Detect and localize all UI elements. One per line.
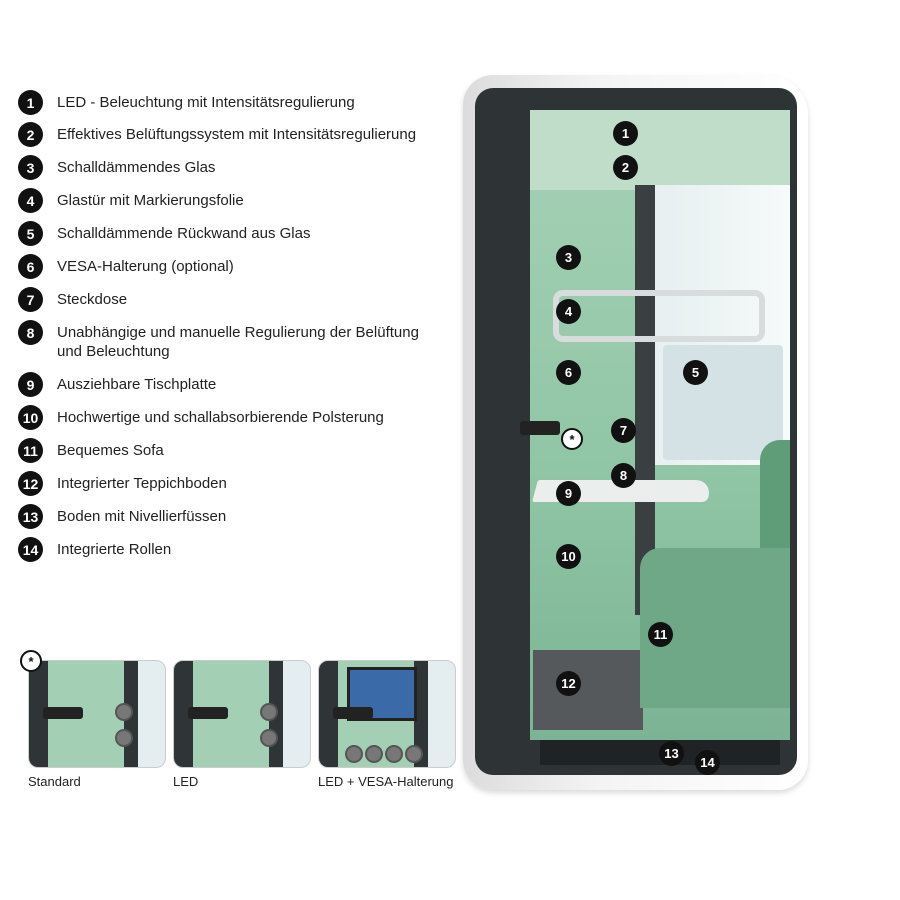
control-knob (260, 703, 278, 721)
legend-item: 3 Schalldämmendes Glas (18, 155, 447, 180)
number-badge: 12 (18, 471, 43, 496)
legend-text: Schalldämmendes Glas (57, 159, 216, 176)
star-marker: * (561, 428, 583, 450)
marker: 7 (611, 418, 636, 443)
legend-text: Bequemes Sofa (57, 442, 164, 459)
variant-label: LED (173, 774, 199, 789)
variant-label: LED + VESA-Halterung (318, 774, 454, 789)
legend-text: Integrierter Teppichboden (57, 475, 227, 492)
number-badge: 5 (18, 221, 43, 246)
variant-thumbnail-standard (28, 660, 166, 768)
control-knob (385, 745, 403, 763)
marker: 14 (695, 750, 720, 775)
marker: 10 (556, 544, 581, 569)
number-badge: 4 (18, 188, 43, 213)
booth-ceiling (530, 110, 790, 190)
marking-film (553, 290, 765, 342)
marker: 4 (556, 299, 581, 324)
number-badge: 9 (18, 372, 43, 397)
legend-text: VESA-Halterung (optional) (57, 258, 234, 275)
marker: 9 (556, 481, 581, 506)
star-marker: * (20, 650, 42, 672)
number-badge: 14 (18, 537, 43, 562)
legend-item: 6 VESA-Halterung (optional) (18, 254, 447, 279)
legend-item: 8 Unabhängige und manuelle Regulierung de… (18, 320, 447, 361)
control-knob (115, 729, 133, 747)
legend-item: 7 Steckdose (18, 287, 447, 312)
marker: 1 (613, 121, 638, 146)
legend-item: 1 LED - Beleuchtung mit Intensitätsreguli… (18, 90, 447, 115)
door-handle (333, 707, 373, 719)
number-badge: 10 (18, 405, 43, 430)
carpet-floor (533, 650, 643, 730)
variant-thumbnail-led-vesa (318, 660, 456, 768)
variant-label: Standard (28, 774, 81, 789)
control-knob (365, 745, 383, 763)
number-badge: 2 (18, 122, 43, 147)
legend-text: LED - Beleuchtung mit Intensitätsregulie… (57, 94, 355, 111)
marker: 13 (659, 741, 684, 766)
marker: 6 (556, 360, 581, 385)
door-handle (43, 707, 83, 719)
door-handle (188, 707, 228, 719)
legend-text: Integrierte Rollen (57, 541, 172, 558)
control-knob (405, 745, 423, 763)
marker: 8 (611, 463, 636, 488)
legend-text: Schalldämmende Rückwand aus Glas (57, 225, 311, 242)
number-badge: 1 (18, 90, 43, 115)
legend-item: 13 Boden mit Nivellierfüssen (18, 504, 447, 529)
legend-item: 4 Glastür mit Markierungsfolie (18, 188, 447, 213)
legend-item: 11 Bequemes Sofa (18, 438, 447, 463)
legend-item: 12 Integrierter Teppichboden (18, 471, 447, 496)
number-badge: 7 (18, 287, 43, 312)
number-badge: 13 (18, 504, 43, 529)
marker: 2 (613, 155, 638, 180)
number-badge: 8 (18, 320, 43, 345)
legend-item: 10 Hochwertige und schallabsorbierende Po… (18, 405, 447, 430)
legend-text: Ausziehbare Tischplatte (57, 376, 217, 393)
legend-text: Unabhängige und manuelle Regulierung der… (57, 324, 419, 360)
variant-thumbnail-led (173, 660, 311, 768)
marker: 5 (683, 360, 708, 385)
legend-item: 9 Ausziehbare Tischplatte (18, 372, 447, 397)
back-glass-panel (663, 345, 783, 460)
legend-text: Steckdose (57, 291, 128, 308)
number-badge: 6 (18, 254, 43, 279)
legend-item: 14 Integrierte Rollen (18, 537, 447, 562)
door-handle (520, 421, 560, 435)
marker: 11 (648, 622, 673, 647)
control-knob (115, 703, 133, 721)
legend-text: Hochwertige und schallabsorbierende Pols… (57, 409, 384, 426)
marker: 3 (556, 245, 581, 270)
legend-text: Boden mit Nivellierfüssen (57, 508, 227, 525)
number-badge: 3 (18, 155, 43, 180)
legend-text: Effektives Belüftungssystem mit Intensit… (57, 126, 417, 143)
marker: 12 (556, 671, 581, 696)
number-badge: 11 (18, 438, 43, 463)
legend-item: 2 Effektives Belüftungssystem mit Intensi… (18, 122, 447, 147)
legend-text: Glastür mit Markierungsfolie (57, 192, 244, 209)
control-knob (345, 745, 363, 763)
legend-item: 5 Schalldämmende Rückwand aus Glas (18, 221, 447, 246)
control-knob (260, 729, 278, 747)
